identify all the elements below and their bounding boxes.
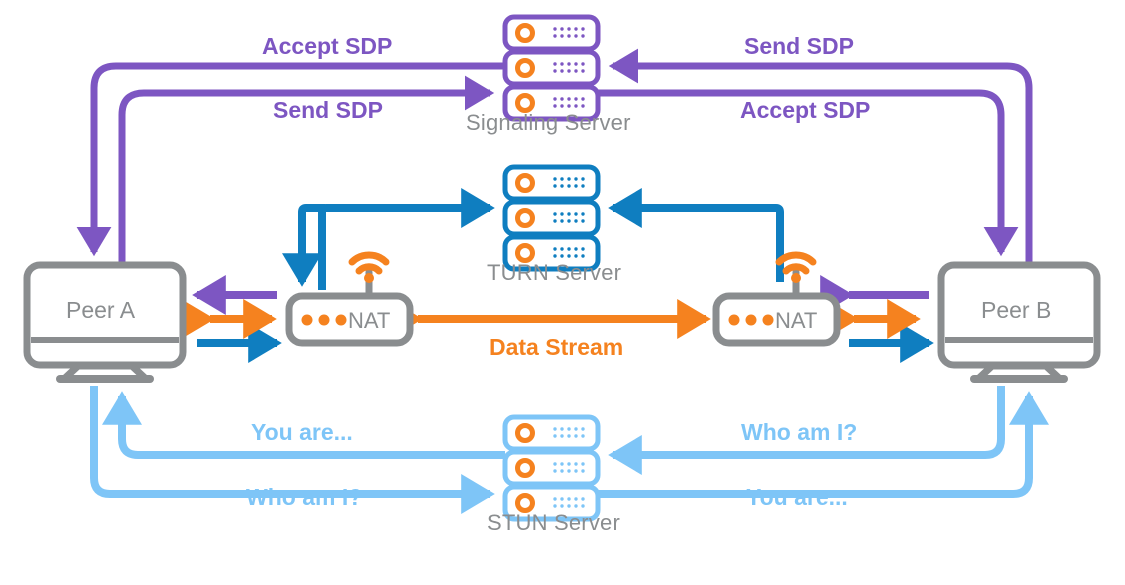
edge-you-are-right xyxy=(598,391,1049,498)
label-accept-sdp-right: Accept SDP xyxy=(740,97,871,123)
signaling-server-label: Signaling Server xyxy=(466,110,631,135)
label-data-stream: Data Stream xyxy=(489,334,624,360)
signaling-server-icon xyxy=(502,14,601,122)
edge-send-sdp-right xyxy=(608,48,1033,262)
stun-server-label: STUN Server xyxy=(487,510,620,535)
peer-b-monitor-icon xyxy=(937,261,1101,383)
turn-server-label: TURN Server xyxy=(487,260,622,285)
nat-a-router-icon xyxy=(285,251,414,347)
label-send-sdp-right: Send SDP xyxy=(744,33,854,59)
edge-nat-a-to-turn xyxy=(318,188,495,290)
label-send-sdp-left: Send SDP xyxy=(273,97,383,123)
peer-a-label: Peer A xyxy=(66,297,136,323)
edge-accept-sdp-left xyxy=(76,62,505,257)
edge-turn-to-nat-a xyxy=(282,204,322,287)
stun-server-icon xyxy=(502,414,601,522)
label-you-are-left: You are... xyxy=(251,419,353,445)
turn-server-icon xyxy=(502,164,601,272)
edge-who-am-i-left xyxy=(90,386,495,514)
peer-b-label: Peer B xyxy=(981,297,1052,323)
edge-who-am-i-right xyxy=(608,386,1005,475)
label-accept-sdp-left: Accept SDP xyxy=(262,33,393,59)
edge-accept-sdp-right xyxy=(598,89,1019,257)
label-you-are-right: You are... xyxy=(746,484,848,510)
nat-a-wifi-icon xyxy=(348,251,390,283)
nat-b-router-icon xyxy=(712,251,841,347)
edge-you-are-left xyxy=(102,391,505,459)
nat-a-label: NAT xyxy=(348,308,391,333)
nat-b-wifi-icon xyxy=(775,251,817,283)
peer-a-monitor-icon xyxy=(23,261,187,383)
nat-b-label: NAT xyxy=(775,308,818,333)
label-who-am-i-left: Who am I? xyxy=(246,484,363,510)
edge-send-sdp-left xyxy=(118,75,495,262)
label-who-am-i-right: Who am I? xyxy=(741,419,858,445)
edge-nat-b-to-turn xyxy=(608,188,784,282)
